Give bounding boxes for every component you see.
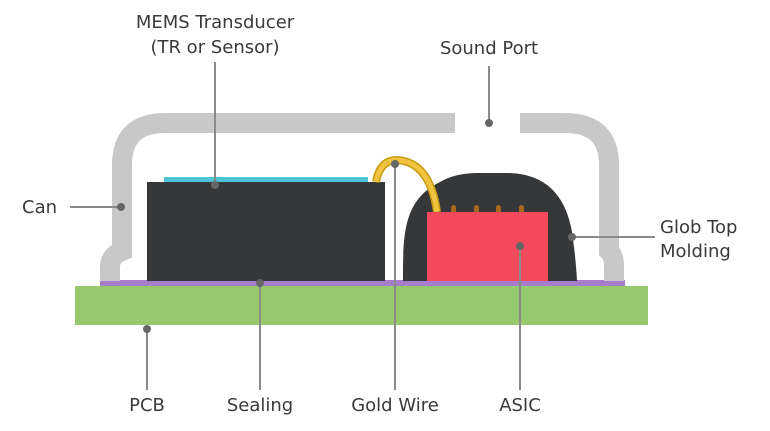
label-mems-line1: MEMS Transducer [136,12,295,33]
label-glob-line1: Glob Top [660,217,737,238]
asic-bumps [451,205,524,214]
label-mems-line2: (TR or Sensor) [150,37,279,58]
gold-wire-core [373,157,440,213]
asic-chip [427,212,548,281]
can-right [520,113,624,281]
mems-die [147,182,385,281]
label-sealing: Sealing [227,395,293,416]
label-glob-line2: Molding [660,241,731,262]
pcb [75,286,648,325]
mems-membrane [164,177,368,183]
leader-lines [70,62,655,390]
label-sound-port: Sound Port [440,38,538,59]
label-gold-wire: Gold Wire [351,395,439,416]
can-left [100,113,455,281]
label-asic: ASIC [499,395,541,416]
label-pcb: PCB [129,395,165,416]
sealing-layer [100,280,625,286]
label-can: Can [22,197,57,218]
